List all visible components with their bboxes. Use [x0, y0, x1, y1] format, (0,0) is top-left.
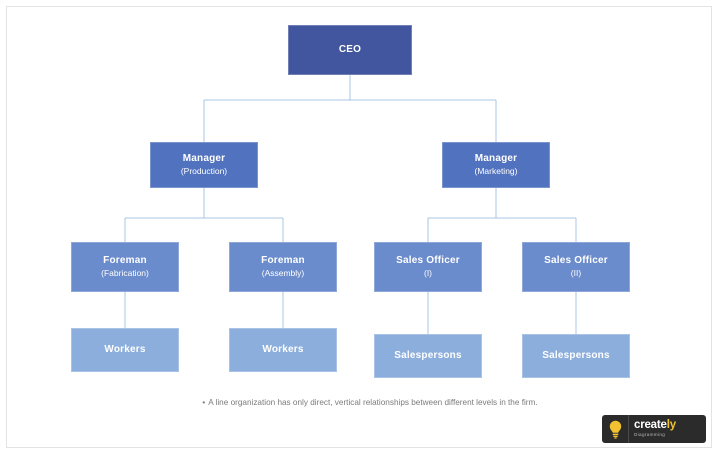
node-subtitle: (I) [423, 268, 433, 279]
node-title: Salespersons [542, 349, 610, 361]
node-sales-officer-2[interactable]: Sales Officer (II) [522, 242, 630, 292]
node-title: Workers [104, 343, 146, 355]
logo-tagline: Diagramming [634, 432, 666, 438]
node-subtitle: (Fabrication) [101, 268, 149, 279]
caption-bullet: • [202, 398, 206, 407]
node-foreman-assembly[interactable]: Foreman (Assembly) [229, 242, 337, 292]
node-workers-2[interactable]: Workers [229, 328, 337, 372]
node-subtitle: (Production) [180, 166, 228, 177]
logo-name-part2: ly [666, 419, 676, 432]
node-title: Manager [474, 152, 518, 164]
node-title: Foreman [261, 254, 305, 266]
node-title: Workers [262, 343, 304, 355]
node-salespersons-2[interactable]: Salespersons [522, 334, 630, 378]
caption-text: A line organization has only direct, ver… [208, 398, 538, 407]
node-salespersons-1[interactable]: Salespersons [374, 334, 482, 378]
logo-wordmark: creately Diagramming [629, 419, 706, 438]
node-subtitle: (Marketing) [474, 166, 518, 177]
logo-name-part1: create [634, 419, 667, 432]
node-title: Sales Officer [544, 254, 608, 266]
node-manager-production[interactable]: Manager (Production) [150, 142, 258, 188]
node-title: Foreman [103, 254, 147, 266]
node-manager-marketing[interactable]: Manager (Marketing) [442, 142, 550, 188]
node-title: Sales Officer [396, 254, 460, 266]
node-subtitle: (II) [570, 268, 582, 279]
node-sales-officer-1[interactable]: Sales Officer (I) [374, 242, 482, 292]
node-title: Salespersons [394, 349, 462, 361]
lightbulb-icon [602, 415, 629, 443]
node-foreman-fabrication[interactable]: Foreman (Fabrication) [71, 242, 179, 292]
node-subtitle: (Assembly) [261, 268, 305, 279]
node-title: CEO [338, 43, 362, 55]
node-ceo[interactable]: CEO [288, 25, 412, 75]
diagram-caption: •A line organization has only direct, ve… [150, 398, 590, 407]
creately-logo[interactable]: creately Diagramming [602, 415, 706, 443]
node-title: Manager [182, 152, 226, 164]
node-workers-1[interactable]: Workers [71, 328, 179, 372]
